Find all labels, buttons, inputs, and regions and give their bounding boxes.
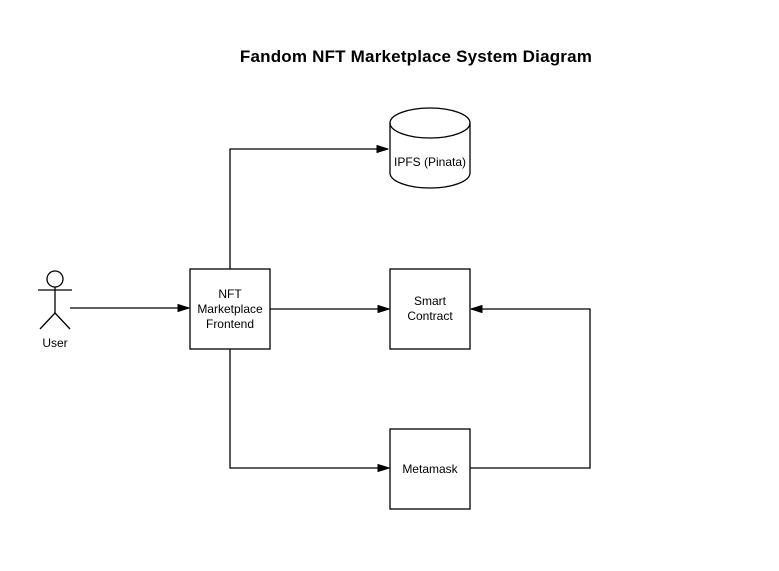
node-label-metamask: Metamask [402, 461, 458, 476]
edge-frontend-to-ipfs [229, 149, 388, 269]
frontend-node-box [189, 268, 271, 350]
user-actor-icon [38, 270, 72, 330]
ipfs-cylinder-shape [389, 107, 471, 189]
node-label-user: User [42, 336, 68, 350]
edge-frontend-to-metamask [229, 349, 389, 468]
node-label-frontend: NFT Marketplace Frontend [197, 286, 263, 331]
edge-metamask-to-smart-contract [470, 309, 591, 469]
node-label-ipfs: IPFS (Pinata) [393, 154, 467, 169]
metamask-node-box [389, 428, 471, 510]
node-label-smart-contract: Smart Contract [407, 294, 453, 323]
smart-contract-node-box [389, 268, 471, 350]
diagram-title: Fandom NFT Marketplace System Diagram [239, 47, 593, 66]
